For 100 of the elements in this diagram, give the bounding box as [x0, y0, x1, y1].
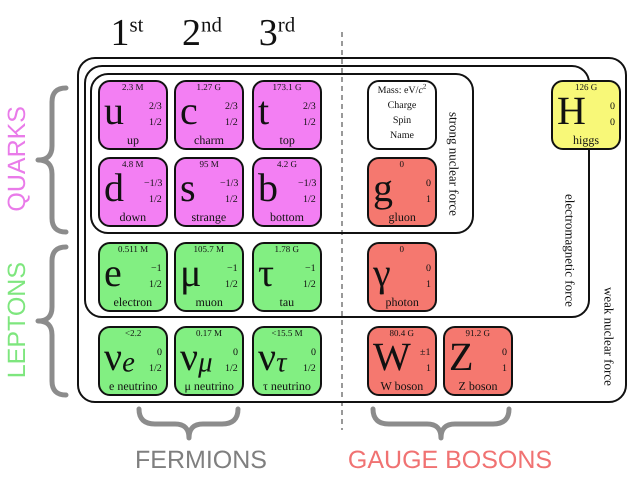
particle-name: top [280, 134, 295, 148]
particle-symbol: e [104, 255, 122, 296]
particle-card [367, 326, 437, 396]
particle-name: down [120, 211, 146, 224]
particle-card [551, 80, 621, 150]
spin-value: 1/2 [303, 363, 316, 374]
particle-name: strange [192, 211, 226, 224]
particle-name: charm [194, 134, 224, 148]
charge-value: −1 [305, 263, 316, 274]
generation-label: 2$^{nd}$ [182, 14, 222, 52]
particle-name: W boson [380, 380, 424, 394]
spin-value: 1/2 [303, 194, 316, 206]
particle-name: e neutrino [109, 380, 158, 394]
spin-value: 1/2 [303, 117, 316, 128]
charge-value: −1 [151, 263, 162, 274]
mass-value: 1.78 G [274, 244, 299, 254]
spin-label: Spin [392, 115, 412, 127]
force-label: electromagnetic force [562, 194, 576, 306]
particle-card [98, 242, 168, 312]
particle-card [367, 242, 437, 312]
charge-value: 0 [233, 347, 238, 358]
particle-card [252, 80, 322, 150]
mass-value: 0.17 M [196, 328, 222, 338]
generation-label: 1$^{st}$ [110, 14, 144, 52]
mass-value: 91.2 G [466, 328, 490, 338]
particle-card [174, 80, 244, 150]
particle-card [367, 157, 437, 227]
mass-value: 1.27 G [196, 82, 221, 92]
particle-name: tau [280, 296, 294, 310]
particle-card [174, 242, 244, 312]
particle-name: τ neutrino [263, 380, 311, 394]
charge-value: 0 [502, 347, 507, 358]
spin-value: 1/2 [225, 117, 238, 128]
force-label: weak nuclear force [600, 286, 616, 386]
particle-name: gluon [388, 211, 416, 224]
particle-group-label: LEPTONS [4, 262, 30, 378]
spin-value: 1/2 [225, 363, 238, 374]
particle-symbol: μ [180, 255, 202, 296]
mass-value: <15.5 M [272, 328, 303, 338]
legend-card [367, 80, 437, 150]
particle-card [98, 80, 168, 150]
name-label: Name [390, 130, 414, 142]
particle-card [252, 326, 322, 396]
charge-value: 0 [311, 347, 316, 358]
particle-symbol: W [373, 339, 411, 380]
spin-value: 1/2 [149, 363, 162, 374]
particle-name: Z boson [458, 380, 498, 394]
charge-value: 0 [157, 347, 162, 358]
particle-group-label: QUARKS [4, 106, 30, 212]
particle-card [174, 326, 244, 396]
particle-symbol: Z [449, 339, 474, 380]
particle-card [443, 326, 513, 396]
particle-symbol: c [180, 93, 198, 134]
force-region [90, 73, 474, 234]
particle-symbol: γ [373, 255, 391, 296]
spin-value: 1 [426, 363, 431, 374]
particle-name: higgs [573, 134, 600, 148]
spin-value: 0 [610, 117, 615, 128]
particle-name: up [127, 134, 139, 148]
particle-card [98, 157, 168, 227]
particle-name: bottom [270, 211, 304, 224]
particle-symbol: t [258, 93, 270, 134]
particle-name: muon [196, 296, 223, 310]
spin-value: 1/2 [225, 194, 238, 206]
mass-unit-label: Mass: eV/c$^{2}$ [378, 85, 426, 97]
mass-value: 105.7 M [194, 244, 224, 254]
particle-group-label: GAUGE BOSONS [348, 448, 552, 472]
particle-name: electron [114, 296, 152, 310]
particle-group-label: FERMIONS [135, 448, 267, 472]
particle-symbol: b [258, 170, 278, 210]
particle-card [252, 157, 322, 227]
mass-value: 4.2 G [277, 160, 297, 170]
spin-value: 1/2 [149, 117, 162, 128]
mass-value: 0 [400, 244, 404, 254]
charge-value: 0 [426, 178, 431, 190]
mass-value: 126 G [575, 82, 598, 92]
mass-value: 0.511 M [118, 244, 148, 254]
particle-symbol: τ [258, 255, 274, 296]
mass-value: <2.2 [125, 328, 142, 338]
mass-value: 4.8 M [122, 160, 144, 170]
mass-value: 2.3 M [122, 82, 144, 92]
charge-value: 2/3 [149, 101, 162, 112]
charge-value: ±1 [420, 347, 430, 358]
charge-value: −1/3 [220, 178, 238, 190]
particle-symbol: d [104, 170, 124, 210]
charge-label: Charge [388, 100, 416, 112]
particle-symbol: g [373, 170, 393, 210]
particle-name: photon [386, 296, 419, 310]
particle-card [98, 326, 168, 396]
particle-name: μ neutrino [184, 380, 234, 394]
spin-value: 1 [502, 363, 507, 374]
mass-value: 95 M [200, 160, 219, 170]
particle-symbol: H [557, 93, 586, 134]
spin-value: 1/2 [303, 279, 316, 290]
mass-value: 0 [400, 160, 404, 170]
charge-value: 0 [426, 263, 431, 274]
force-label: strong nuclear force [446, 112, 460, 216]
particle-card [174, 157, 244, 227]
charge-value: 0 [610, 101, 615, 112]
spin-value: 1/2 [149, 194, 162, 206]
